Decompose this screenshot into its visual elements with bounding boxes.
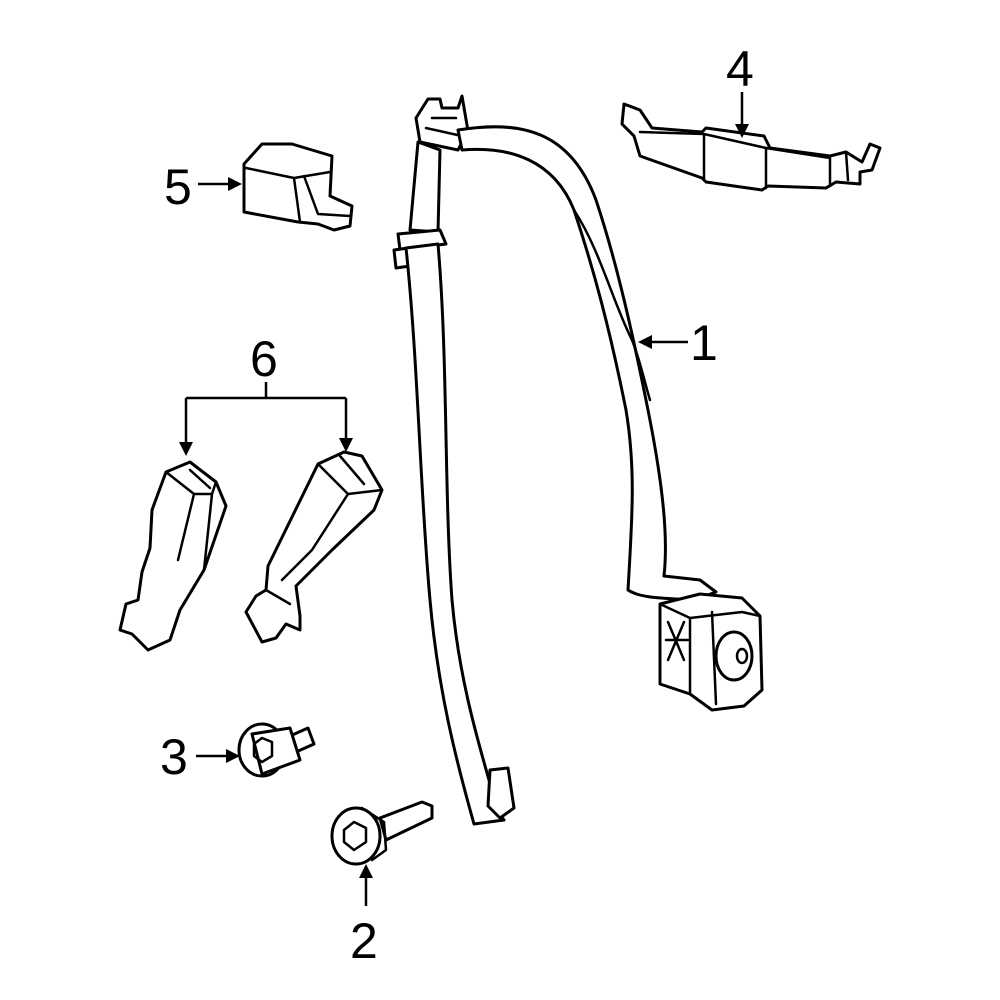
callout-6: 6 — [179, 331, 353, 456]
callout-4: 4 — [726, 41, 754, 138]
callout-1-label: 1 — [690, 315, 718, 371]
part-5-cover-highlighted[interactable] — [242, 142, 354, 232]
part-1-seat-belt-assembly[interactable] — [392, 94, 764, 826]
part-2-bolt[interactable] — [330, 800, 434, 866]
callout-2-label: 2 — [350, 913, 378, 969]
part-4-mounting-bracket[interactable] — [620, 102, 882, 192]
callout-4-label: 4 — [726, 41, 754, 97]
callout-1: 1 — [638, 315, 718, 371]
callout-3-label: 3 — [160, 729, 188, 785]
part-3-bolt[interactable] — [237, 722, 316, 778]
part-6-buckle-left[interactable] — [118, 460, 228, 652]
callout-5: 5 — [164, 159, 242, 215]
part-6-buckle-right[interactable] — [244, 450, 384, 644]
part-5-fill — [242, 142, 354, 232]
callout-5-label: 5 — [164, 159, 192, 215]
callout-2: 2 — [350, 864, 378, 969]
callout-3: 3 — [160, 729, 240, 785]
callout-6-label: 6 — [250, 331, 278, 387]
